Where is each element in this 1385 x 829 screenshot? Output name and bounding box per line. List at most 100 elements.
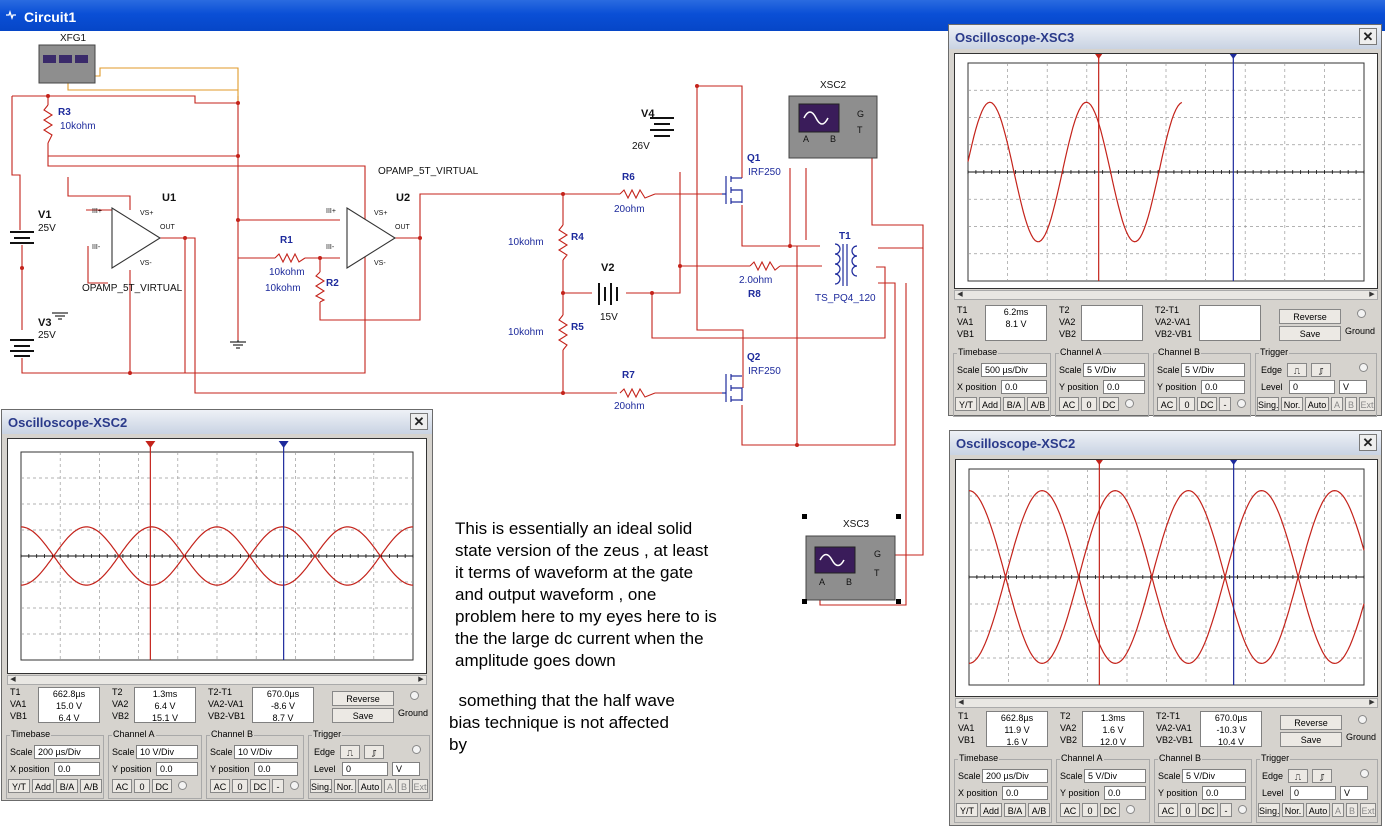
channel-a-ypos-field[interactable]: 0.0 [1103,380,1145,394]
oscilloscope-window[interactable]: Oscilloscope-XSC2 ✕ ◀▶ T1 VA1 VB1 662.8µ… [1,409,433,801]
ground-radio[interactable] [410,691,419,700]
oscilloscope-window[interactable]: Oscilloscope-XSC3 ✕ ◀▶ T1 VA1 VB1 6.2ms … [948,24,1382,417]
ba-mode-button[interactable]: B/A [56,779,78,793]
channel-b-zero-button[interactable]: 0 [1179,397,1195,411]
single-trigger-button[interactable]: Sing. [1258,803,1280,817]
channel-b-radio[interactable] [1238,805,1247,814]
channel-a-ypos-field[interactable]: 0.0 [1104,786,1146,800]
auto-trigger-button[interactable]: Auto [1306,803,1330,817]
timebase-scale-field[interactable]: 200 µs/Div [982,769,1048,783]
channel-b-dc-button[interactable]: DC [1198,803,1218,817]
channel-b-dc-button[interactable]: DC [250,779,270,793]
channel-b-scale-field[interactable]: 5 V/Div [1181,363,1245,377]
channel-b-radio[interactable] [1237,399,1246,408]
channel-a-dc-button[interactable]: DC [1100,803,1120,817]
add-mode-button[interactable]: Add [979,397,1001,411]
single-trigger-button[interactable]: Sing. [310,779,332,793]
trigger-level-field[interactable]: 0 [342,762,388,776]
channel-a-scale-field[interactable]: 5 V/Div [1084,769,1146,783]
trigger-radio[interactable] [412,745,421,754]
scroll-left-icon[interactable]: ◀ [957,291,963,298]
channel-b-radio[interactable] [290,781,299,790]
ground-radio[interactable] [1358,715,1367,724]
channel-b-minus-button[interactable]: - [1220,803,1232,817]
channel-b-minus-button[interactable]: - [272,779,284,793]
trigger-unit-field[interactable]: V [392,762,420,776]
ab-mode-button[interactable]: A/B [1027,397,1049,411]
scroll-right-icon[interactable]: ▶ [1369,699,1375,706]
trigger-unit-field[interactable]: V [1340,786,1368,800]
normal-trigger-button[interactable]: Nor. [1281,397,1303,411]
rising-edge-button[interactable]: ⎍ [340,745,360,759]
reverse-button[interactable]: Reverse [332,691,394,706]
yt-mode-button[interactable]: Y/T [955,397,977,411]
normal-trigger-button[interactable]: Nor. [1282,803,1304,817]
horizontal-scrollbar[interactable]: ◀▶ [954,290,1378,300]
channel-b-dc-button[interactable]: DC [1197,397,1217,411]
oscilloscope-screen[interactable] [7,438,427,674]
oscilloscope-window[interactable]: Oscilloscope-XSC2 ✕ ◀▶ T1 VA1 VB1 662.8µ… [949,430,1382,826]
add-mode-button[interactable]: Add [32,779,54,793]
channel-b-ac-button[interactable]: AC [210,779,230,793]
oscilloscope-titlebar[interactable]: Oscilloscope-XSC2 ✕ [950,431,1381,455]
auto-trigger-button[interactable]: Auto [1305,397,1329,411]
channel-a-radio[interactable] [1126,805,1135,814]
save-button[interactable]: Save [332,708,394,723]
trigger-unit-field[interactable]: V [1339,380,1367,394]
trigger-source-a-button[interactable]: A [384,779,396,793]
ab-mode-button[interactable]: A/B [80,779,102,793]
channel-a-ypos-field[interactable]: 0.0 [156,762,198,776]
oscilloscope-screen[interactable] [954,52,1378,289]
channel-b-ypos-field[interactable]: 0.0 [1202,786,1246,800]
trigger-radio[interactable] [1360,769,1369,778]
auto-trigger-button[interactable]: Auto [358,779,382,793]
close-button[interactable]: ✕ [1359,434,1377,451]
trigger-source-b-button[interactable]: B [1346,803,1358,817]
rising-edge-button[interactable]: ⎍ [1288,769,1308,783]
channel-b-scale-field[interactable]: 5 V/Div [1182,769,1246,783]
falling-edge-button[interactable]: ⎎ [1311,363,1331,377]
trigger-level-field[interactable]: 0 [1290,786,1336,800]
reverse-button[interactable]: Reverse [1279,309,1341,324]
add-mode-button[interactable]: Add [980,803,1002,817]
timebase-scale-field[interactable]: 500 µs/Div [981,363,1047,377]
channel-a-dc-button[interactable]: DC [152,779,172,793]
close-button[interactable]: ✕ [410,413,428,430]
ab-mode-button[interactable]: A/B [1028,803,1050,817]
channel-a-ac-button[interactable]: AC [1059,397,1079,411]
trigger-source-ext-button[interactable]: Ext [1359,397,1375,411]
channel-b-zero-button[interactable]: 0 [1180,803,1196,817]
scroll-right-icon[interactable]: ▶ [418,676,424,683]
close-button[interactable]: ✕ [1359,28,1377,45]
channel-a-dc-button[interactable]: DC [1099,397,1119,411]
horizontal-scrollbar[interactable]: ◀▶ [7,675,427,685]
ba-mode-button[interactable]: B/A [1003,397,1025,411]
yt-mode-button[interactable]: Y/T [956,803,978,817]
channel-a-zero-button[interactable]: 0 [1081,397,1097,411]
scroll-left-icon[interactable]: ◀ [958,699,964,706]
falling-edge-button[interactable]: ⎎ [1312,769,1332,783]
trigger-source-b-button[interactable]: B [1345,397,1357,411]
channel-a-zero-button[interactable]: 0 [134,779,150,793]
single-trigger-button[interactable]: Sing. [1257,397,1279,411]
ba-mode-button[interactable]: B/A [1004,803,1026,817]
channel-a-scale-field[interactable]: 5 V/Div [1083,363,1145,377]
falling-edge-button[interactable]: ⎎ [364,745,384,759]
trigger-source-b-button[interactable]: B [398,779,410,793]
horizontal-scrollbar[interactable]: ◀▶ [955,698,1378,708]
trigger-radio[interactable] [1359,363,1368,372]
scroll-left-icon[interactable]: ◀ [10,676,16,683]
channel-a-zero-button[interactable]: 0 [1082,803,1098,817]
timebase-scale-field[interactable]: 200 µs/Div [34,745,100,759]
channel-b-ypos-field[interactable]: 0.0 [254,762,298,776]
save-button[interactable]: Save [1280,732,1342,747]
channel-a-radio[interactable] [178,781,187,790]
yt-mode-button[interactable]: Y/T [8,779,30,793]
oscilloscope-titlebar[interactable]: Oscilloscope-XSC2 ✕ [2,410,432,434]
channel-b-ac-button[interactable]: AC [1158,803,1178,817]
channel-a-scale-field[interactable]: 10 V/Div [136,745,198,759]
x-position-field[interactable]: 0.0 [1001,380,1047,394]
trigger-level-field[interactable]: 0 [1289,380,1335,394]
oscilloscope-titlebar[interactable]: Oscilloscope-XSC3 ✕ [949,25,1381,49]
trigger-source-ext-button[interactable]: Ext [412,779,428,793]
